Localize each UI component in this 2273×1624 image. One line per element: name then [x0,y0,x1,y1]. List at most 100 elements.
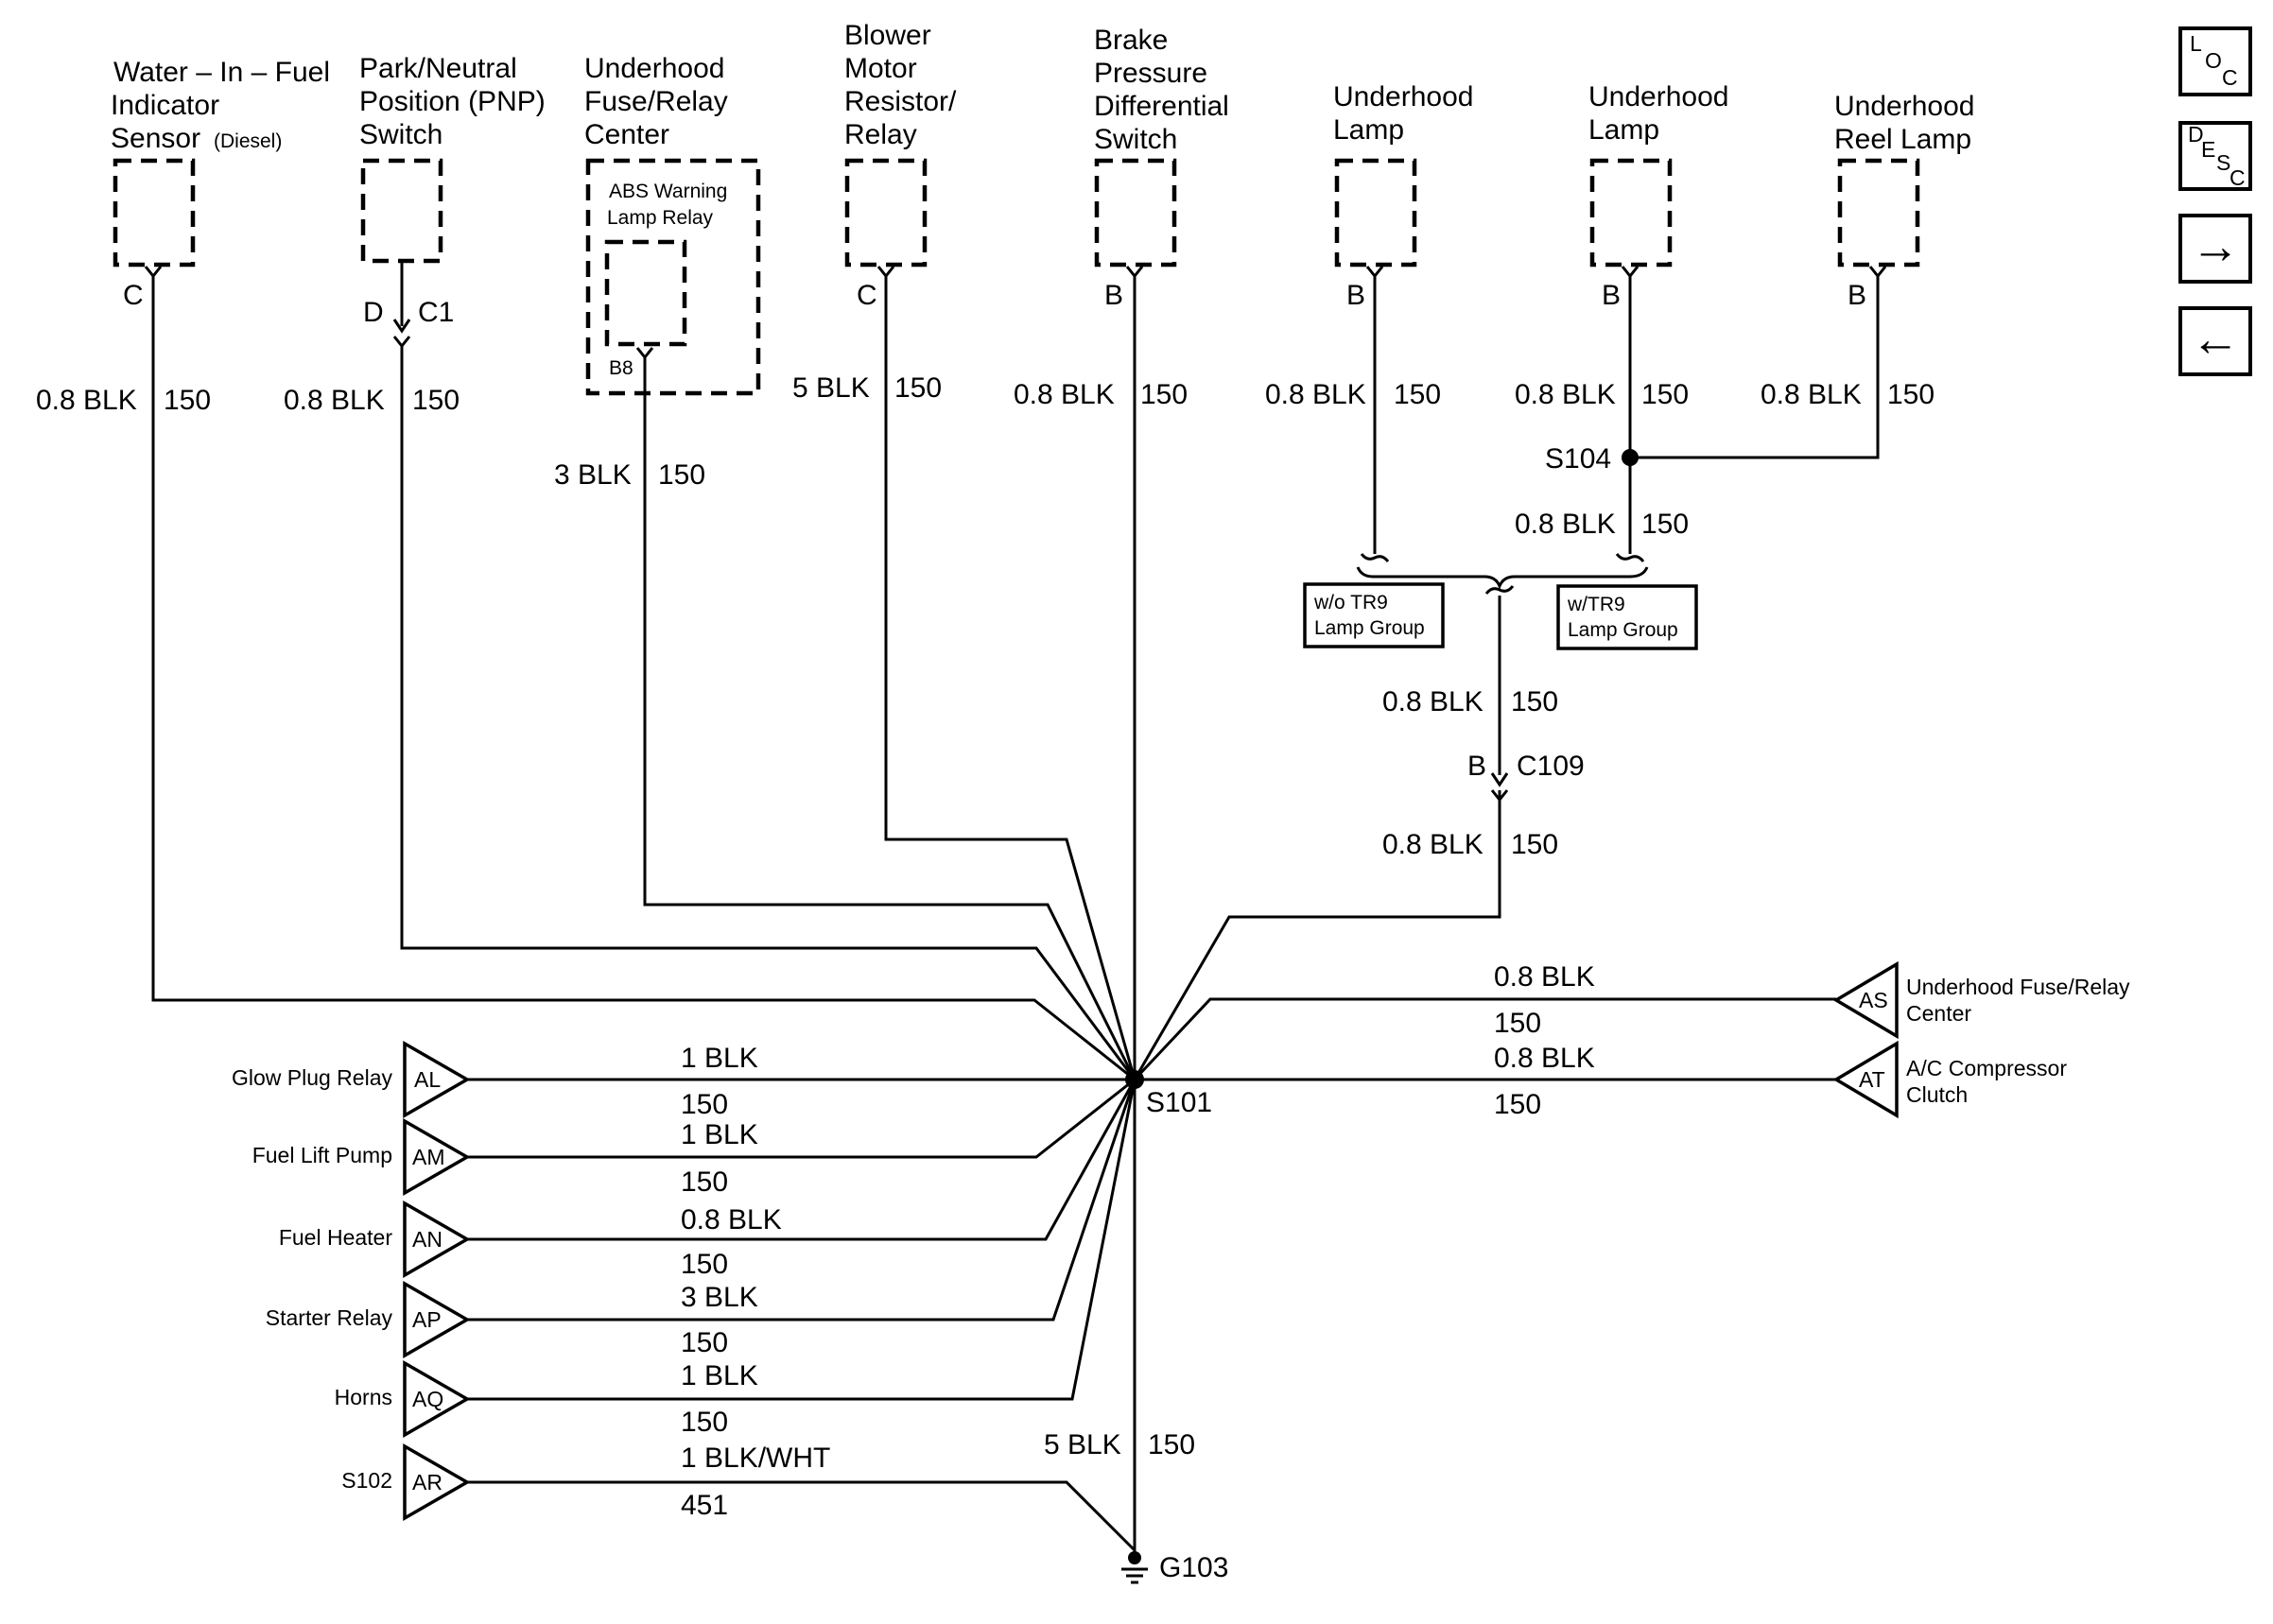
svg-text:0.8 BLK: 0.8 BLK [1382,829,1484,860]
svg-text:C1: C1 [418,297,454,328]
svg-text:0.8 BLK: 0.8 BLK [1265,379,1366,410]
splice-s101: S101 [1125,1070,1212,1118]
left-connector-starter-relay: AP Starter Relay 3 BLK 150 [266,1280,758,1359]
svg-text:B8: B8 [609,357,633,379]
svg-text:Lamp Relay: Lamp Relay [607,207,714,229]
svg-text:5 BLK: 5 BLK [1044,1429,1121,1460]
pin-terminal [144,266,163,279]
svg-text:Motor: Motor [844,53,917,84]
svg-text:0.8 BLK: 0.8 BLK [1515,379,1616,410]
svg-text:1 BLK/WHT: 1 BLK/WHT [681,1443,830,1474]
ground-dot [1128,1551,1141,1564]
svg-text:150: 150 [1641,379,1689,410]
svg-text:AM: AM [412,1145,445,1169]
svg-text:451: 451 [681,1490,728,1521]
option-w-tr9: w/TR9 Lamp Group [1556,584,1698,650]
svg-text:C: C [123,280,144,311]
pin-terminal [876,266,895,279]
option-wo-tr9: w/o TR9 Lamp Group [1303,582,1445,648]
component-box [360,158,443,264]
svg-text:(Diesel): (Diesel) [214,130,282,152]
svg-text:Center: Center [1906,1001,1971,1026]
left-connector-fuel-heater: AN Fuel Heater 0.8 BLK 150 [279,1200,782,1280]
component-underhood-lamp-2: Underhood Lamp B 0.8 BLK 150 [1515,81,1728,410]
connector-c109: 0.8 BLK 150 B C109 0.8 BLK 150 [1382,686,1585,860]
svg-text:Clutch: Clutch [1906,1082,1968,1107]
svg-text:B: B [1346,280,1365,311]
left-connector-glow-plug-relay: AL Glow Plug Relay 1 BLK 150 [232,1040,758,1120]
svg-text:0.8 BLK: 0.8 BLK [1494,961,1595,993]
svg-text:150: 150 [1887,379,1935,410]
svg-text:Position (PNP): Position (PNP) [359,86,546,117]
svg-text:Switch: Switch [1094,124,1177,155]
svg-text:Center: Center [584,119,669,150]
component-blower-motor-resistor: Blower Motor Resistor/ Relay C 5 BLK 150 [792,20,957,404]
svg-text:C: C [857,280,877,311]
svg-text:G103: G103 [1159,1552,1228,1583]
svg-text:C: C [2222,65,2238,90]
svg-text:AL: AL [414,1067,441,1092]
svg-text:Lamp Group: Lamp Group [1314,617,1425,639]
right-connector-underhood-fuse-relay: AS Underhood Fuse/Relay Center 0.8 BLK 1… [1494,960,2130,1040]
svg-text:150: 150 [1148,1429,1195,1460]
left-connector-horns: AQ Horns 1 BLK 150 [335,1359,758,1439]
svg-text:0.8 BLK: 0.8 BLK [1382,686,1484,717]
svg-text:3 BLK: 3 BLK [554,459,632,491]
ground-icon [1121,1567,1148,1584]
svg-text:S101: S101 [1146,1087,1212,1118]
desc-button[interactable]: D E S C [2178,121,2252,191]
arrow-right-icon: → [2191,219,2240,274]
component-box [1589,158,1673,268]
svg-text:AT: AT [1859,1067,1885,1092]
svg-text:w/o TR9: w/o TR9 [1313,592,1388,613]
svg-text:S102: S102 [341,1468,392,1493]
svg-text:0.8 BLK: 0.8 BLK [284,385,385,416]
svg-text:AN: AN [412,1227,442,1252]
svg-text:Park/Neutral: Park/Neutral [359,53,517,84]
component-brake-pressure-switch: Brake Pressure Differential Switch B 0.8… [1014,25,1229,410]
connector-terminal [392,336,411,349]
svg-text:1 BLK: 1 BLK [681,1043,758,1074]
svg-text:Blower: Blower [844,20,931,51]
svg-text:Fuse/Relay: Fuse/Relay [584,86,728,117]
svg-text:5 BLK: 5 BLK [792,372,870,404]
svg-text:Water – In – Fuel: Water – In – Fuel [113,57,330,88]
svg-text:150: 150 [681,1166,728,1198]
pin-terminal [635,347,654,360]
svg-text:Lamp Group: Lamp Group [1568,619,1678,641]
svg-text:150: 150 [681,1089,728,1120]
svg-text:Underhood: Underhood [1333,81,1473,112]
component-water-in-fuel-sensor: Water – In – Fuel Indicator Sensor (Dies… [36,57,330,416]
svg-text:0.8 BLK: 0.8 BLK [1014,379,1115,410]
svg-text:Underhood Fuse/Relay: Underhood Fuse/Relay [1906,975,2130,999]
wires [151,276,1880,1558]
splice-dot [1125,1070,1144,1089]
svg-text:w/TR9: w/TR9 [1567,594,1625,615]
component-box [585,158,761,396]
svg-text:150: 150 [1140,379,1188,410]
svg-text:150: 150 [681,1249,728,1280]
component-box [1334,158,1417,268]
next-button[interactable]: → [2178,214,2252,284]
connector-terminal [1490,789,1509,803]
connector-arrow [1490,772,1509,787]
svg-text:1 BLK: 1 BLK [681,1119,758,1150]
svg-text:Resistor/: Resistor/ [844,86,957,117]
splice-dot [1622,449,1639,466]
svg-text:Glow Plug Relay: Glow Plug Relay [232,1065,393,1090]
svg-text:150: 150 [681,1407,728,1438]
svg-text:Indicator: Indicator [111,90,219,121]
prev-button[interactable]: ← [2178,306,2252,376]
svg-text:150: 150 [894,372,942,404]
left-connector-s102: AR S102 1 BLK/WHT 451 [341,1443,830,1522]
component-underhood-fuse-relay-center: Underhood Fuse/Relay Center ABS Warning … [554,53,761,491]
svg-text:C: C [2230,165,2246,190]
loc-button[interactable]: L O C [2178,26,2252,96]
left-connector-fuel-lift-pump: AM Fuel Lift Pump 1 BLK 150 [252,1117,758,1198]
svg-text:O: O [2205,48,2222,73]
svg-text:Underhood: Underhood [1588,81,1728,112]
right-connector-ac-compressor-clutch: AT A/C Compressor Clutch 0.8 BLK 150 [1494,1040,2067,1120]
svg-text:150: 150 [1511,829,1558,860]
pin-terminal [1125,266,1144,279]
splice-s104: S104 0.8 BLK 150 [1515,443,1689,540]
